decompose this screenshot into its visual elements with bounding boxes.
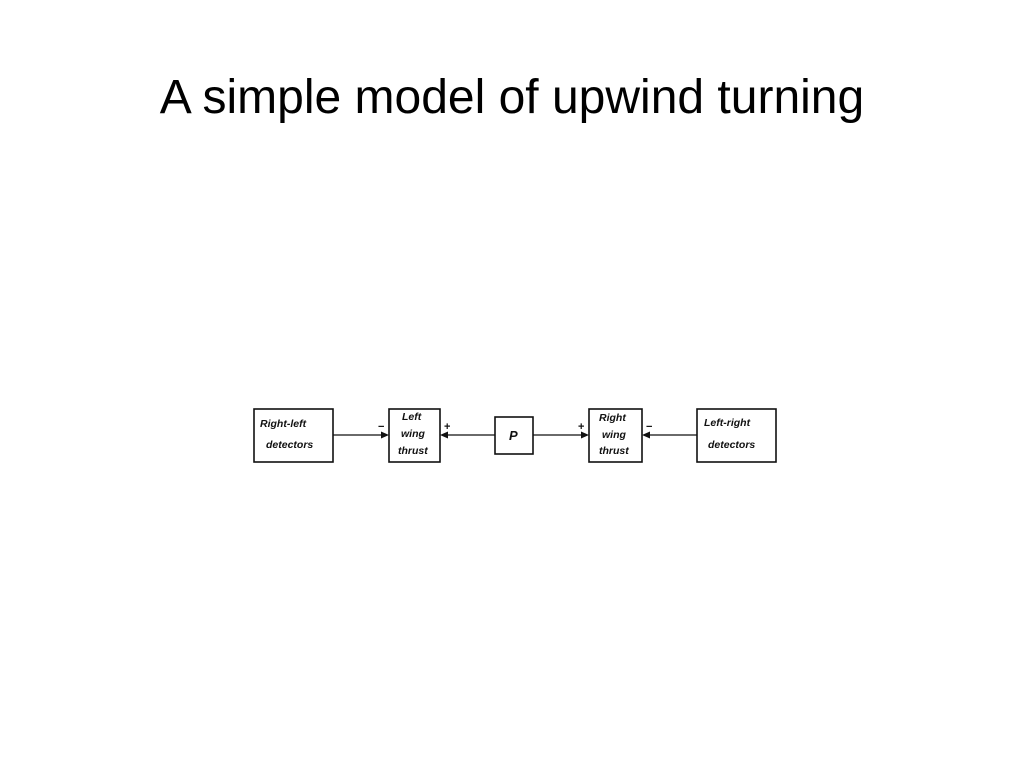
sign-left-plus: +: [444, 421, 450, 433]
right-wing-thrust-line2: wing: [602, 429, 626, 441]
arrowhead-into-right-thrust-from-p: [581, 431, 589, 439]
arrowhead-into-left-thrust-from-p: [440, 431, 448, 439]
sign-left-minus: −: [378, 421, 384, 433]
p-label: P: [509, 428, 518, 443]
left-right-detectors-block: Left-right detectors: [696, 408, 777, 463]
slide-title: A simple model of upwind turning: [159, 71, 865, 124]
block-diagram-svg: Right-left detectors − Left wing thrust …: [253, 408, 777, 463]
left-wing-thrust-line1: Left: [402, 411, 422, 423]
left-right-detectors-line1: Left-right: [704, 417, 751, 429]
right-left-detectors-block: Right-left detectors: [253, 408, 334, 463]
right-wing-thrust-box: [588, 408, 643, 463]
sign-right-plus: +: [578, 421, 584, 433]
left-right-detectors-line2: detectors: [708, 439, 755, 451]
left-right-detectors-box: [696, 408, 777, 463]
arrowhead-into-right-thrust-from-detectors: [642, 431, 650, 439]
left-wing-thrust-block: Left wing thrust: [388, 408, 441, 463]
p-block: P: [494, 416, 534, 455]
p-box: [494, 416, 534, 455]
right-left-detectors-line2: detectors: [266, 439, 313, 451]
right-left-detectors-box: [253, 408, 334, 463]
right-left-detectors-line1: Right-left: [260, 418, 307, 430]
left-wing-thrust-box: [388, 408, 441, 463]
sign-right-minus: −: [646, 421, 652, 433]
right-wing-thrust-block: Right wing thrust: [588, 408, 643, 463]
arrowhead-into-left-thrust-from-detectors: [381, 431, 389, 439]
left-wing-thrust-line3: thrust: [398, 445, 428, 457]
right-wing-thrust-line1: Right: [599, 412, 626, 424]
right-wing-thrust-line3: thrust: [599, 445, 629, 457]
left-wing-thrust-line2: wing: [401, 428, 425, 440]
block-diagram: Right-left detectors − Left wing thrust …: [245, 400, 785, 472]
